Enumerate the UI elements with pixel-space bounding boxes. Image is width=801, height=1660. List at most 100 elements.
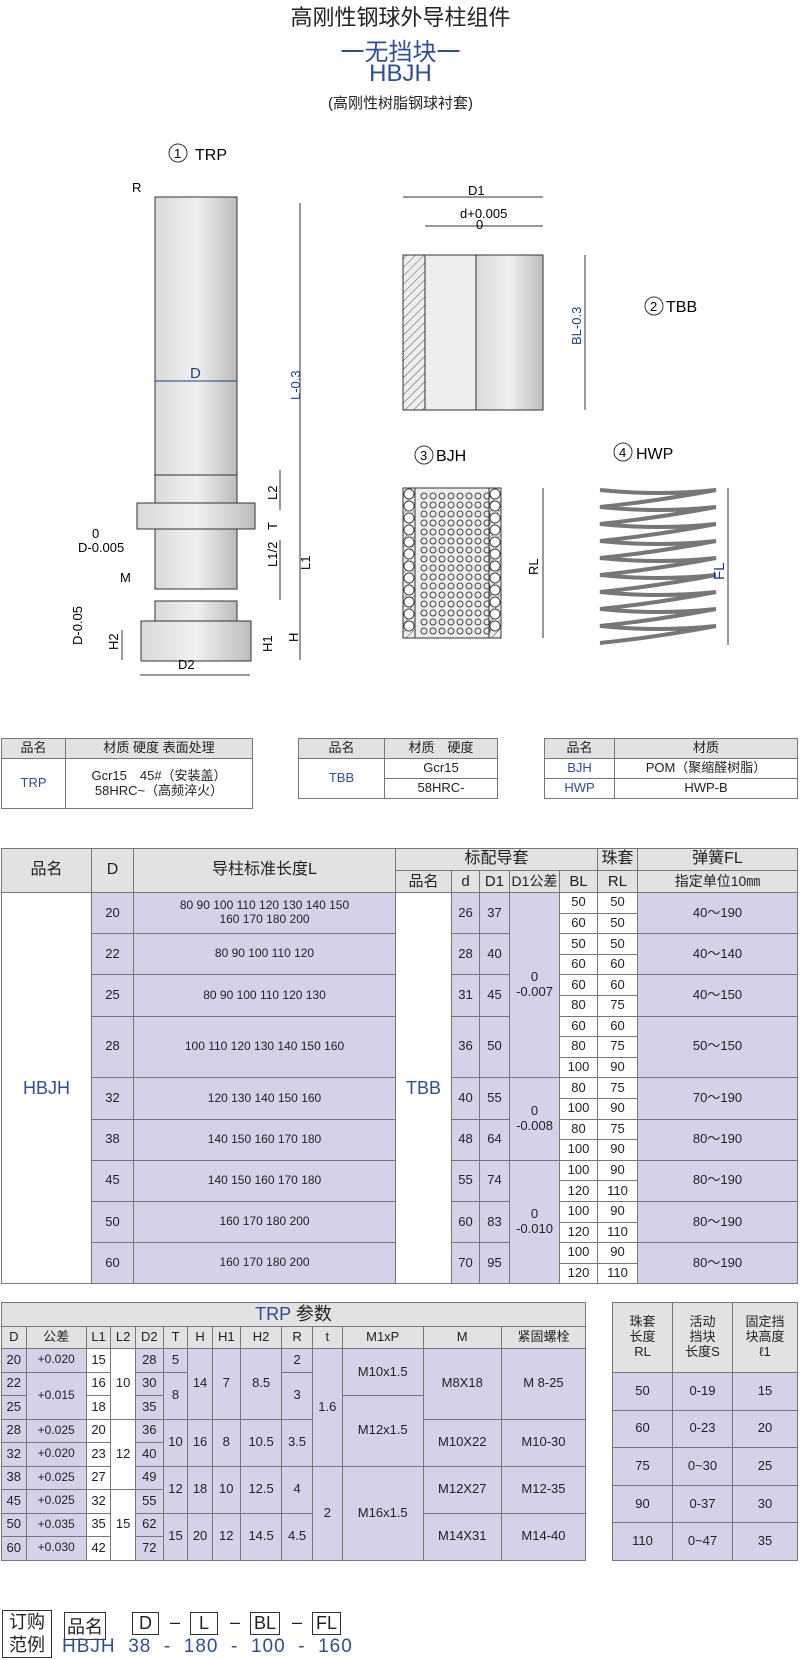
trp-param-d2: 30 — [134, 1371, 164, 1396]
main-d1-tol: 0-0.008 — [509, 1077, 560, 1161]
order-label-box: 订购范例 — [2, 1610, 52, 1658]
mat3-r2n: HWP — [544, 778, 615, 799]
bjh-hole — [465, 582, 473, 590]
trp-param-r: 3.5 — [281, 1418, 313, 1467]
bjh-hole — [438, 609, 446, 617]
trp-param-d2: 36 — [134, 1418, 164, 1443]
bjh-hole — [429, 510, 437, 518]
bjh-hole — [420, 501, 428, 509]
trp-dim-l: L-0.3 — [288, 370, 303, 400]
trp-param-r: 4.5 — [281, 1512, 313, 1561]
bjh-hole — [447, 600, 455, 608]
tbb-number: 2 — [650, 299, 657, 314]
main-fl: 50～150 — [637, 1015, 798, 1079]
trp-param-t: 15 — [162, 1512, 189, 1561]
bjh-hole — [438, 492, 446, 500]
trp-param-bolt: M10-30 — [500, 1418, 587, 1467]
order-l2: 范例 — [9, 1635, 45, 1655]
ball-h1c: RL — [634, 1343, 651, 1359]
trp-param-m: M8X18 — [422, 1348, 502, 1420]
mat3-h1: 品名 — [544, 738, 615, 759]
trp-dim-l2: L2 — [265, 486, 280, 500]
main-h-l: 导柱标准长度L — [133, 848, 396, 893]
bjh-hole — [420, 609, 428, 617]
trp-param-d: 28 — [1, 1418, 27, 1443]
main-fl: 40～150 — [637, 974, 798, 1017]
bjh-ball — [403, 584, 415, 596]
bjh-hole — [429, 573, 437, 581]
bjh-hole — [456, 510, 464, 518]
ball-h1b: 长度 — [629, 1329, 656, 1345]
main-h-spring2: 指定单位10㎜ — [637, 870, 798, 893]
trp-dim-m: M — [120, 570, 131, 585]
order-ex-sep3: - — [298, 1636, 306, 1657]
main-d: 20 — [91, 891, 134, 935]
bjh-hole — [420, 528, 428, 536]
main-d1: 50 — [479, 1015, 510, 1079]
trp-param-d: 45 — [1, 1489, 27, 1514]
main-l-line1: 80 90 100 110 120 130 — [203, 987, 326, 1002]
bjh-hole — [438, 618, 446, 626]
main-d1: 45 — [479, 974, 510, 1017]
mat1-mat-b: 58HRC~（高频淬火） — [94, 782, 224, 798]
hwp-drawing — [599, 442, 729, 645]
trp-param-r: 3 — [281, 1371, 313, 1420]
page-title: 高刚性钢球外导柱组件 — [290, 5, 511, 30]
main-rl: 90 — [597, 1056, 638, 1079]
ball-h3c: ℓ1 — [759, 1343, 771, 1359]
bjh-hole — [483, 591, 491, 599]
bjh-drawing — [402, 445, 544, 639]
main-h-d1tol: D1公差 — [509, 870, 560, 893]
main-dd: 36 — [451, 1015, 480, 1079]
bjh-ball — [489, 584, 501, 596]
hwp-label: HWP — [636, 446, 673, 463]
main-l: 120 130 140 150 160 — [133, 1077, 396, 1120]
trp-param-h: M — [422, 1326, 502, 1349]
bjh-hole — [465, 519, 473, 527]
bjh-ball — [403, 524, 415, 536]
bjh-hole — [465, 546, 473, 554]
main-l-line1: 140 150 160 170 180 — [207, 1131, 322, 1146]
main-bl: 100 — [559, 1242, 598, 1264]
mat2-name: TBB — [298, 758, 385, 799]
main-l: 80 90 100 110 120 130 — [133, 974, 396, 1017]
bjh-hole — [474, 510, 482, 518]
main-d1: 74 — [479, 1159, 510, 1202]
main-dd: 55 — [451, 1159, 480, 1202]
bjh-number: 3 — [420, 448, 427, 463]
bjh-hole — [429, 609, 437, 617]
main-l: 100 110 120 130 140 150 160 — [133, 1015, 396, 1079]
main-rl: 110 — [597, 1180, 638, 1202]
main-bl: 50 — [559, 933, 598, 955]
ball-h2a: 活动 — [689, 1314, 716, 1330]
trp-dim-h: H — [286, 633, 301, 642]
bjh-hole — [438, 600, 446, 608]
main-d1-tol-b: -0.010 — [516, 1221, 553, 1236]
bjh-ball — [403, 620, 415, 632]
trp-dim-r: R — [132, 180, 141, 195]
main-bl: 60 — [559, 953, 598, 976]
bjh-hole — [438, 564, 446, 572]
trp-param-tol: +0.025 — [25, 1489, 87, 1514]
bjh-hole — [420, 546, 428, 554]
main-h-dd: d — [451, 870, 480, 893]
mat3-r1m: POM（聚缩醛树脂） — [614, 758, 798, 779]
trp-param-h1: 7 — [211, 1348, 241, 1420]
main-d: 25 — [91, 974, 134, 1017]
bjh-hole — [438, 591, 446, 599]
main-bl: 120 — [559, 1262, 598, 1285]
ball-cell: 50 — [612, 1372, 673, 1411]
bjh-hole — [465, 501, 473, 509]
bjh-ball — [403, 512, 415, 524]
